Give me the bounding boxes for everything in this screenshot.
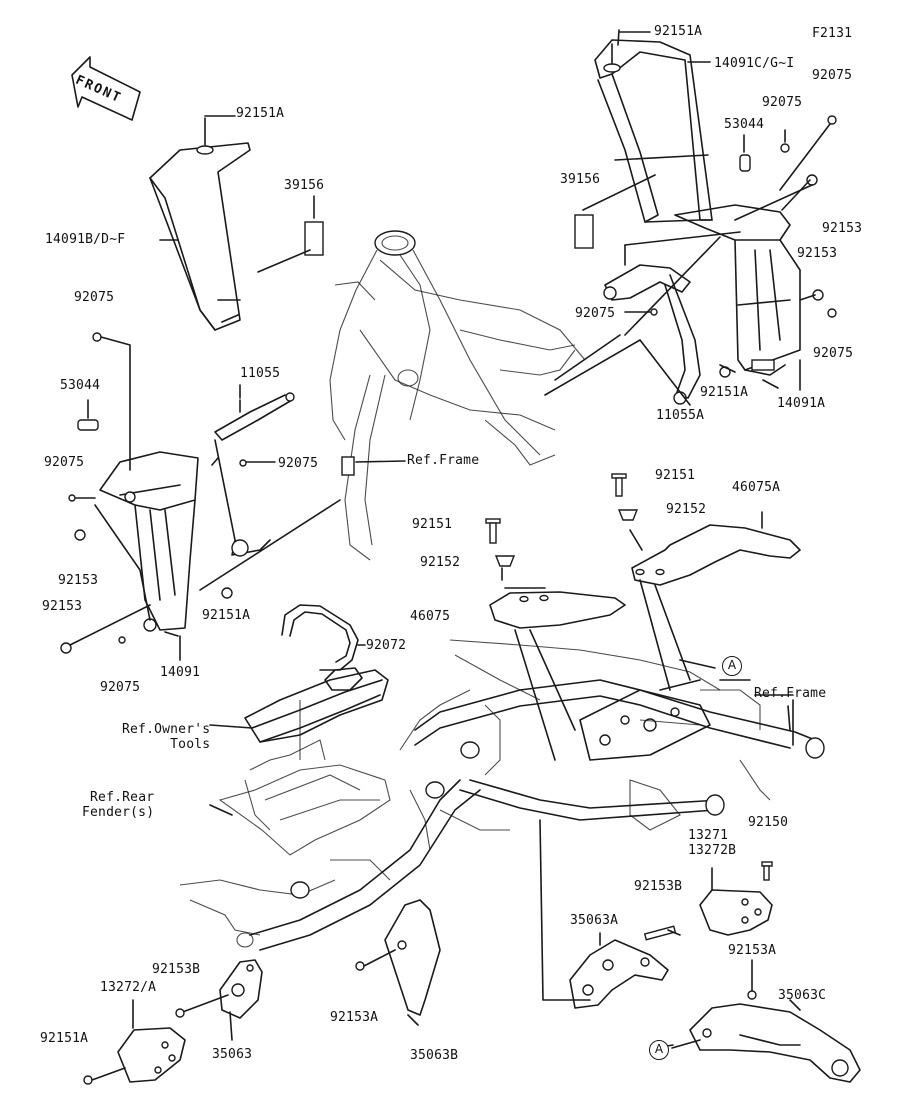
label-13272a[interactable]: 13272/A: [100, 980, 157, 995]
bracket-35063b: [355, 899, 441, 1026]
label-35063b[interactable]: 35063B: [410, 1048, 459, 1063]
reference-circle-a-2: A: [649, 1040, 669, 1060]
reference-circle-a-1: A: [722, 656, 742, 676]
label-92075-r3[interactable]: 92075: [575, 306, 616, 321]
label-92150[interactable]: 92150: [748, 815, 789, 830]
bracket-35063: [179, 959, 263, 1041]
cover-14091: [99, 451, 199, 661]
washer-92152-c: [494, 555, 516, 567]
label-14091b-d-f[interactable]: 14091B/D~F: [45, 232, 126, 247]
rear-frame: [414, 639, 825, 1001]
label-92151a-top[interactable]: 92151A: [654, 24, 703, 39]
label-92153-l2[interactable]: 92153: [42, 599, 83, 614]
label-92075-r2[interactable]: 92075: [762, 95, 803, 110]
label-53044-l[interactable]: 53044: [60, 378, 101, 393]
grip-46075: [489, 567, 626, 761]
pad-39156-left: [257, 195, 324, 273]
ref-frame-top[interactable]: Ref.Frame: [407, 453, 480, 468]
label-92153a-c[interactable]: 92153A: [330, 1010, 379, 1025]
ref-frame-bottom[interactable]: Ref.Frame: [754, 686, 827, 701]
label-92151a-l[interactable]: 92151A: [236, 106, 285, 121]
label-92152-r[interactable]: 92152: [666, 502, 707, 517]
label-53044-r[interactable]: 53044: [724, 117, 765, 132]
label-13271-13272b[interactable]: 13271 13272B: [688, 828, 737, 858]
tool-pouch: [244, 667, 389, 743]
bolt-92151-r: [611, 473, 627, 497]
label-46075[interactable]: 46075: [410, 609, 451, 624]
pad-39156-right: [574, 174, 656, 249]
ref-owners-tools[interactable]: Ref.Owner's Tools: [122, 722, 211, 752]
label-14091[interactable]: 14091: [160, 665, 201, 680]
pin-53044-right: [739, 154, 751, 172]
bracket-35063c: [671, 959, 861, 1083]
label-92153-r1[interactable]: 92153: [822, 221, 863, 236]
lower-frame-spar: [179, 689, 510, 951]
label-39156-r[interactable]: 39156: [560, 172, 601, 187]
label-92075-r1[interactable]: 92075: [812, 68, 853, 83]
label-11055[interactable]: 11055: [240, 366, 281, 381]
plate-13272a: [83, 999, 186, 1085]
leader-lines: [209, 236, 794, 1049]
label-92153-r2[interactable]: 92153: [797, 246, 838, 261]
label-35063[interactable]: 35063: [212, 1047, 253, 1062]
label-92075-r4[interactable]: 92075: [813, 346, 854, 361]
label-92151-r[interactable]: 92151: [655, 468, 696, 483]
label-14091a[interactable]: 14091A: [777, 396, 826, 411]
bracket-11055: [211, 384, 295, 557]
bolts-left: [60, 332, 341, 654]
label-35063c[interactable]: 35063C: [778, 988, 827, 1003]
label-92153b-l[interactable]: 92153B: [152, 962, 201, 977]
label-92152-c[interactable]: 92152: [420, 555, 461, 570]
bolt-92151-c: [485, 518, 501, 544]
front-arrow-icon: [71, 56, 141, 121]
label-35063a[interactable]: 35063A: [570, 913, 619, 928]
plate-13271-13272b: [699, 861, 773, 936]
grip-46075a: [631, 511, 801, 691]
bracket-11055a: [544, 231, 741, 406]
cover-14091b-d-f: [149, 115, 251, 331]
label-92151-c[interactable]: 92151: [412, 517, 453, 532]
label-92075-l4[interactable]: 92075: [100, 680, 141, 695]
label-92151a-r[interactable]: 92151A: [700, 385, 749, 400]
label-92151a-bl[interactable]: 92151A: [40, 1031, 89, 1046]
label-92153-l1[interactable]: 92153: [58, 573, 99, 588]
label-92151a-l2[interactable]: 92151A: [202, 608, 251, 623]
bolts-right: [719, 115, 837, 378]
label-39156-l[interactable]: 39156: [284, 178, 325, 193]
label-92153a-r[interactable]: 92153A: [728, 943, 777, 958]
label-92072[interactable]: 92072: [366, 638, 407, 653]
label-11055a[interactable]: 11055A: [656, 408, 705, 423]
rear-fender-ghost: [218, 700, 391, 856]
strap-92072: [281, 604, 366, 671]
label-14091c-g-i[interactable]: 14091C/G~I: [714, 56, 795, 71]
label-92075-l2[interactable]: 92075: [44, 455, 85, 470]
bracket-35063a: [569, 925, 677, 1009]
label-92153b-r[interactable]: 92153B: [634, 879, 683, 894]
figure-code: F2131: [812, 26, 853, 41]
label-92075-l1[interactable]: 92075: [74, 290, 115, 305]
cover-14091a: [674, 204, 801, 391]
washer-92152-r: [617, 509, 643, 551]
ref-rear-fender[interactable]: Ref.Rear Fender(s): [82, 790, 155, 820]
upper-frame-ghost: [329, 230, 586, 561]
cover-14091c-g-i: [594, 29, 713, 223]
label-46075a[interactable]: 46075A: [732, 480, 781, 495]
label-92075-l3[interactable]: 92075: [278, 456, 319, 471]
